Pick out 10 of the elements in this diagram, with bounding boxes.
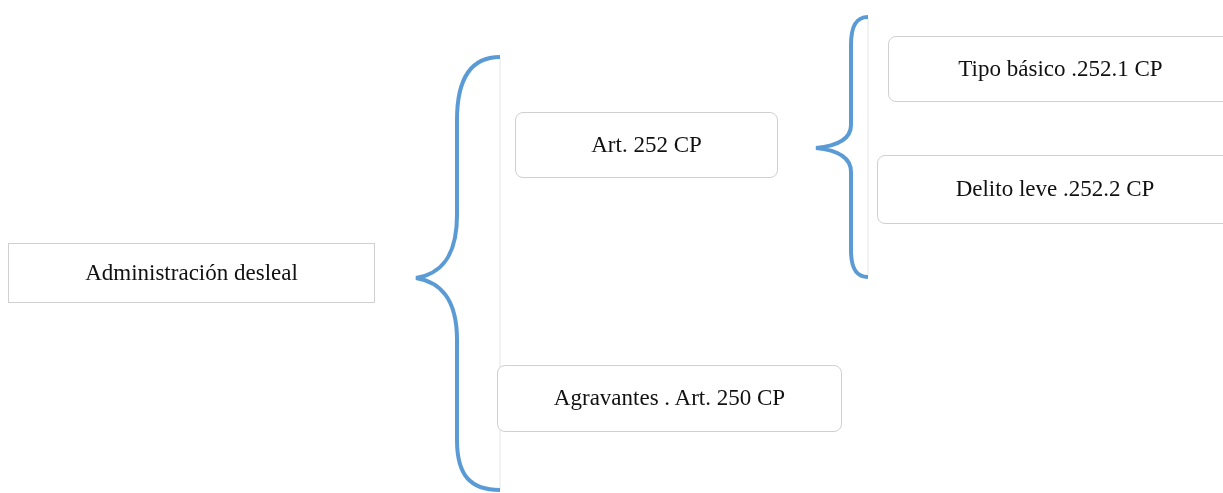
text-box (888, 36, 1223, 102)
text-box (8, 243, 375, 303)
box-label: Delito leve .252.2 CP (955, 175, 1155, 204)
box-label: Administración desleal (85, 258, 298, 287)
box-label: Art. 252 CP (591, 130, 702, 159)
box-label: Tipo básico .252.1 CP (958, 54, 1163, 83)
box-label: Agravantes . Art. 250 CP (553, 384, 786, 413)
text-box (515, 112, 778, 178)
text-box (877, 155, 1223, 224)
text-box (497, 365, 842, 432)
